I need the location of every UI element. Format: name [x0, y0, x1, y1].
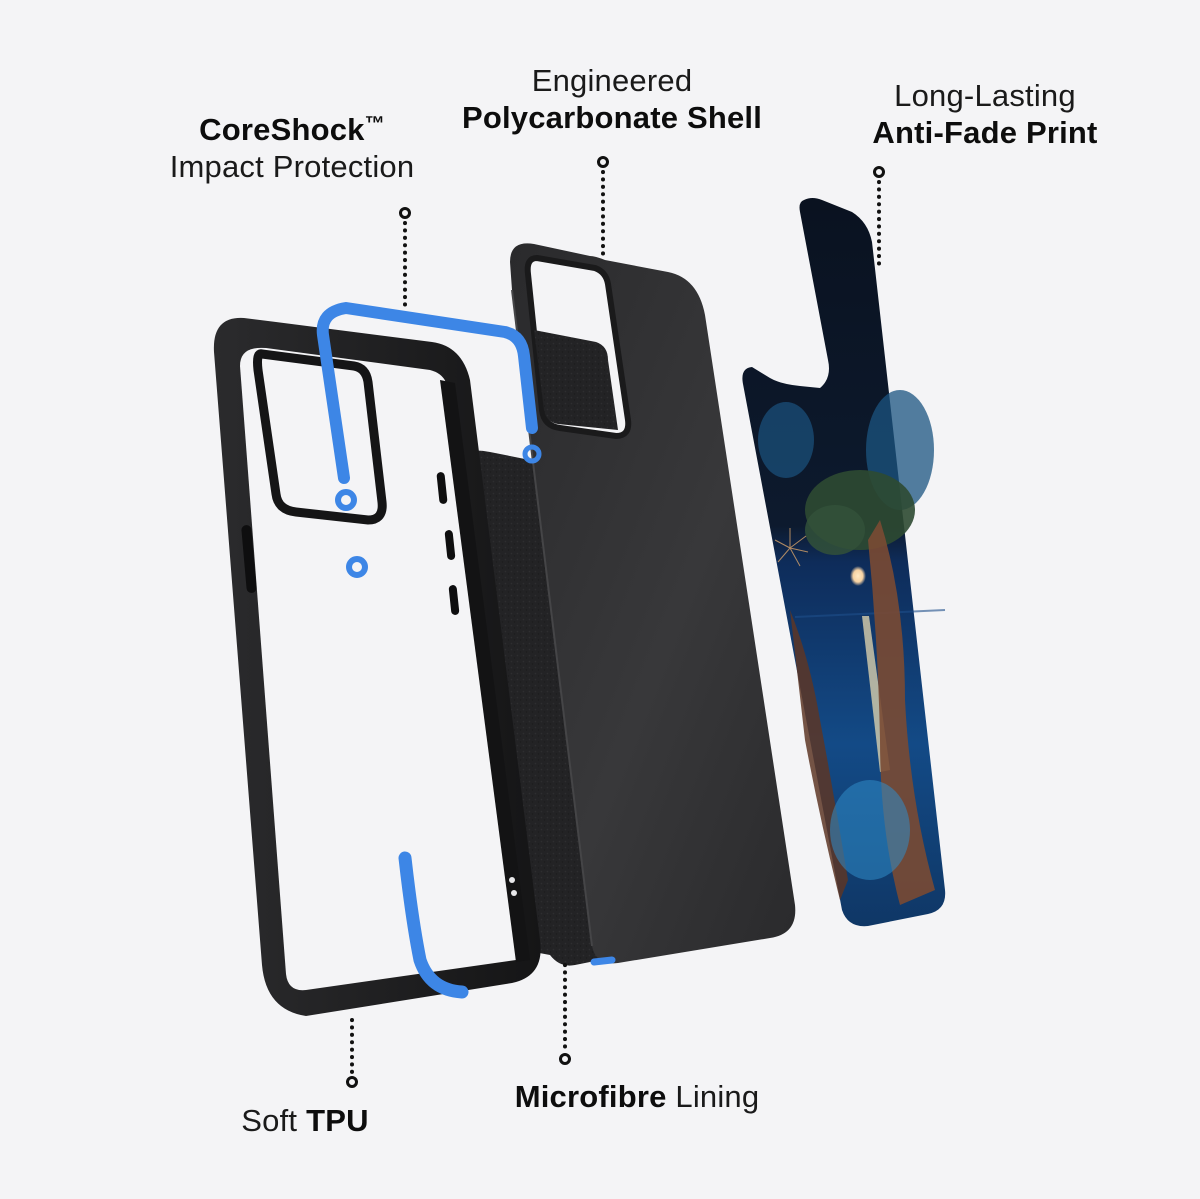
label-tpu-light: Soft	[241, 1103, 298, 1138]
connector-polycarbonate	[597, 156, 609, 258]
label-antifade-title: Anti-Fade Print	[872, 114, 1098, 150]
label-coreshock-subtitle: Impact Protection	[169, 148, 415, 184]
label-antifade: Long-Lasting Anti-Fade Print	[872, 78, 1097, 151]
label-microfibre-light: Lining	[675, 1079, 760, 1114]
label-microfibre: Microfibre Lining	[515, 1079, 760, 1116]
coreshock-frame-layer	[316, 302, 616, 999]
label-polycarbonate: Engineered Polycarbonate Shell	[462, 63, 762, 136]
label-tpu: Soft TPU	[241, 1103, 368, 1140]
label-polycarbonate-title: Polycarbonate Shell	[461, 99, 763, 135]
print-layer	[742, 198, 946, 927]
label-coreshock-title: CoreShock™	[199, 112, 385, 147]
label-antifade-subtitle: Long-Lasting	[894, 78, 1076, 113]
tpu-bumper-layer	[213, 317, 541, 1016]
label-polycarbonate-subtitle: Engineered	[531, 63, 693, 98]
label-tpu-bold: TPU	[306, 1103, 369, 1138]
connector-coreshock	[399, 207, 411, 310]
connector-microfibre	[559, 963, 571, 1065]
label-microfibre-bold: Microfibre	[514, 1079, 667, 1114]
connector-tpu	[346, 1018, 358, 1088]
label-coreshock: CoreShock™ Impact Protection	[170, 112, 415, 185]
connector-antifade	[873, 166, 885, 267]
shell-layer	[510, 243, 796, 964]
